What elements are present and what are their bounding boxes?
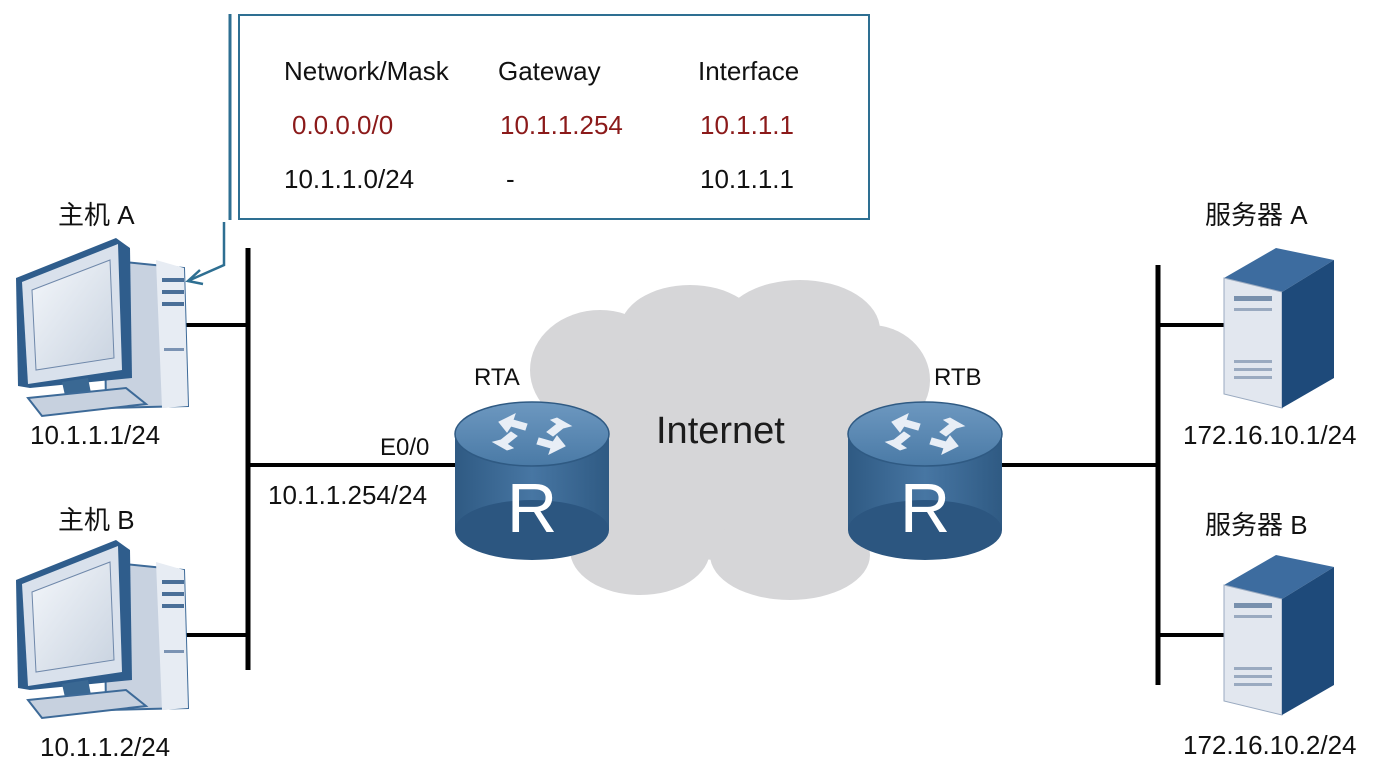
server-b-name: 服务器 B — [1205, 510, 1308, 540]
callout-arrow-line — [189, 222, 226, 282]
router-rta-icon — [454, 401, 610, 561]
rta-interface-ip: 10.1.1.254/24 — [268, 480, 428, 510]
router-rtb-name: RTB — [934, 364, 982, 391]
routing-table-row-1-gateway: 10.1.1.254 — [500, 110, 623, 140]
host-b-ip: 10.1.1.2/24 — [40, 732, 171, 762]
server-a-icon — [1223, 247, 1335, 409]
routing-table-header-interface: Interface — [698, 56, 800, 86]
server-b-ip: 172.16.10.2/24 — [1183, 730, 1357, 760]
routing-table-header-gateway: Gateway — [498, 56, 601, 86]
server-a-name: 服务器 A — [1205, 200, 1308, 230]
host-a-pc-icon — [15, 237, 189, 417]
host-a-ip: 10.1.1.1/24 — [30, 420, 161, 450]
routing-table-row-2-network: 10.1.1.0/24 — [284, 164, 415, 194]
router-rta-name: RTA — [474, 364, 520, 391]
rta-interface-name: E0/0 — [380, 434, 430, 461]
internet-label: Internet — [656, 410, 785, 452]
routing-table-callout — [238, 14, 870, 220]
routing-table-row-2-gateway: - — [506, 164, 515, 194]
routing-table-row-2-interface: 10.1.1.1 — [700, 164, 794, 194]
server-b-icon — [1223, 554, 1335, 716]
router-rtb-icon — [847, 401, 1003, 561]
routing-table-header-network: Network/Mask — [284, 56, 449, 86]
routing-table-row-1-network: 0.0.0.0/0 — [292, 110, 394, 140]
host-a-name: 主机 A — [58, 200, 135, 230]
callout-arrow-head-icon — [185, 269, 204, 286]
host-b-pc-icon — [15, 539, 189, 719]
server-a-ip: 172.16.10.1/24 — [1183, 420, 1357, 450]
host-b-name: 主机 B — [58, 505, 135, 535]
routing-table-row-1-interface: 10.1.1.1 — [700, 110, 794, 140]
